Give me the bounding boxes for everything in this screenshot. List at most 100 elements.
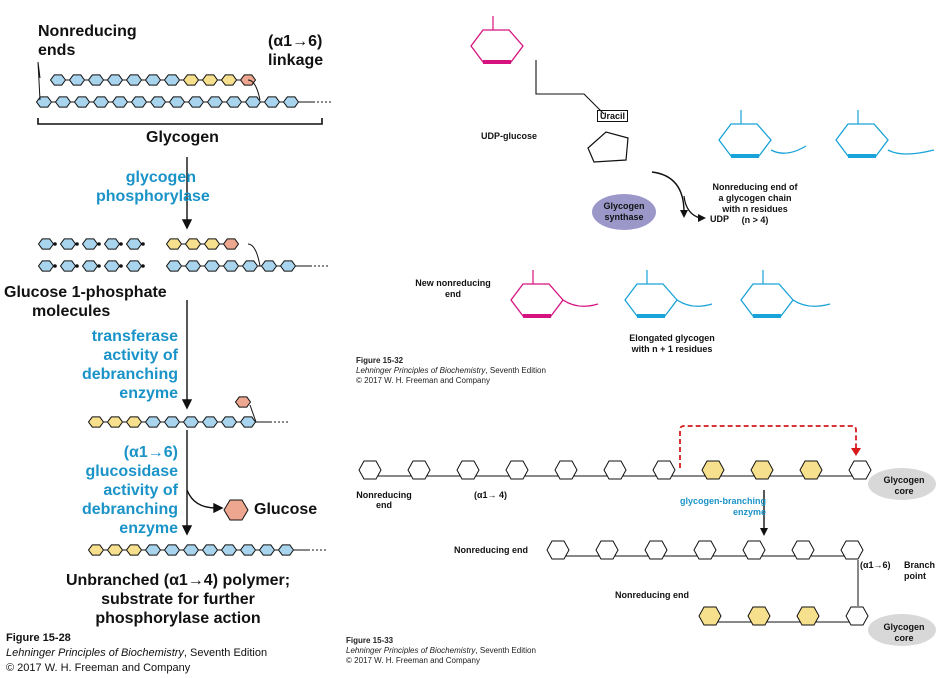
fig32-structures — [470, 16, 935, 318]
g1p-label-1: Glucose 1-phosphate — [4, 284, 167, 301]
fig28-diagram — [35, 61, 331, 556]
hexagon-glucose-icon — [59, 260, 77, 272]
phosphate-dot — [97, 242, 101, 246]
arrow-down-icon — [760, 528, 768, 536]
arrow-right-icon — [698, 214, 706, 222]
pyranose-ring-icon — [603, 460, 627, 480]
hexagon-glucose-icon — [73, 96, 91, 108]
phosphate-dot — [97, 264, 101, 268]
nonreducing-ends-label: Nonreducing ends — [38, 23, 137, 59]
hexagon-glucose-icon — [258, 544, 276, 556]
uracil-box: Uracil — [597, 110, 629, 122]
hexagon-glucose-icon — [81, 238, 99, 250]
hexagon-glucose-icon — [165, 260, 183, 272]
hexagon-glucose-icon — [163, 74, 181, 86]
f33-nonreducing-end-2: Nonreducing end — [454, 545, 528, 555]
pyranose-ring-icon — [510, 283, 564, 317]
f33-nonreducing-end: Nonreducing end — [356, 490, 412, 510]
hexagon-glucose-icon — [106, 416, 124, 428]
pyranose-ring-icon — [470, 29, 524, 63]
hexagon-glucose-icon — [87, 544, 105, 556]
f33-nonreducing-end-3: Nonreducing end — [615, 590, 689, 600]
enzyme-label-1: Glycogen — [603, 201, 645, 211]
pyranose-ring-icon — [624, 283, 678, 317]
hexagon-glucose-icon — [125, 544, 143, 556]
branch-link — [249, 404, 257, 423]
phosphate-dot — [75, 264, 79, 268]
glycosidic-bond — [887, 149, 935, 155]
hexagon-glucose-icon — [184, 238, 202, 250]
hexagon-glucose-icon — [263, 96, 281, 108]
hexagon-glucose-icon — [201, 74, 219, 86]
fig28-caption-copyright: © 2017 W. H. Freeman and Company — [6, 662, 191, 674]
pyranose-ring-icon — [698, 606, 722, 626]
hexagon-glucose-icon — [163, 416, 181, 428]
f33-glycogen-core-2: Glycogen core — [883, 622, 925, 643]
transfer-dashed-arrow — [679, 425, 857, 468]
hexagon-glucose-icon — [220, 416, 238, 428]
glycosidic-bond — [562, 299, 599, 307]
unbranched-label-2: substrate for further — [101, 591, 255, 608]
ends-pointer — [37, 61, 41, 101]
pyranose-ring-icon — [693, 540, 717, 560]
pyranose-ring-icon — [701, 460, 725, 480]
hexagon-glucose-icon — [182, 544, 200, 556]
hexagon-glucose-icon — [35, 96, 53, 108]
pyranose-ring-icon — [740, 283, 794, 317]
phosphate-dot — [53, 264, 57, 268]
fig33-caption: Figure 15-33 Lehninger Principles of Bio… — [346, 636, 536, 665]
glycogen-synthase-oval — [592, 194, 656, 230]
pyranose-ring-icon — [595, 540, 619, 560]
hexagon-glucose-icon — [206, 96, 224, 108]
branch-link — [247, 243, 261, 267]
hexagon-glucose-icon — [106, 74, 124, 86]
pyranose-ring-icon — [791, 540, 815, 560]
reaction-arrow — [651, 171, 685, 213]
ribose-ring-icon — [587, 131, 629, 163]
glycogen-label: Glycogen — [146, 129, 219, 146]
phosphate-chain — [535, 60, 605, 115]
hexagon-glucose-icon — [220, 74, 238, 86]
hexagon-glucose-icon — [87, 74, 105, 86]
pyranose-ring-icon — [747, 606, 771, 626]
hexagon-glucose-icon — [225, 96, 243, 108]
hexagon-glucose-icon — [182, 416, 200, 428]
hexagon-glucose-icon — [149, 96, 167, 108]
arrow-down-icon — [181, 399, 193, 410]
hexagon-glucose-icon — [187, 96, 205, 108]
fig33-diagram — [358, 425, 936, 646]
hexagon-glucose-icon — [220, 544, 238, 556]
pyranose-ring-icon — [799, 460, 823, 480]
fig33-chains — [358, 460, 872, 626]
unbranched-label-3: phosphorylase action — [95, 610, 261, 627]
pyranose-ring-icon — [840, 540, 864, 560]
hexagon-glucose-icon — [239, 544, 257, 556]
pyranose-ring-icon — [835, 123, 889, 157]
hexagon-glucose-icon — [125, 74, 143, 86]
glycogen-bracket — [37, 118, 323, 125]
hexagon-glucose-icon — [103, 238, 121, 250]
arrow-down-icon — [851, 448, 861, 456]
glycogen-core-oval — [868, 468, 936, 500]
hexagon-glucose-icon — [184, 260, 202, 272]
arrow-down-icon — [181, 219, 193, 230]
f33-linkage14: (α1→ 4) — [474, 490, 508, 500]
hexagon-glucose-icon — [244, 96, 262, 108]
hexagon-glucose-icon — [37, 260, 55, 272]
pyranose-ring-icon — [456, 460, 480, 480]
glycosidic-bond — [676, 299, 713, 307]
hexagon-glucose-icon — [260, 260, 278, 272]
hexagon-glucose-icon — [277, 544, 295, 556]
release-arrow — [186, 489, 217, 509]
phosphate-dot — [119, 264, 123, 268]
glucose-hexagon-icon — [223, 499, 249, 521]
fig32-caption: Figure 15-32 Lehninger Principles of Bio… — [356, 356, 546, 385]
hexagon-glucose-icon — [87, 416, 105, 428]
pyranose-ring-icon — [546, 540, 570, 560]
hexagon-glucose-icon — [203, 238, 221, 250]
arrow-down-icon — [680, 210, 688, 218]
linkage-top-label: (α1→6) — [268, 33, 323, 50]
